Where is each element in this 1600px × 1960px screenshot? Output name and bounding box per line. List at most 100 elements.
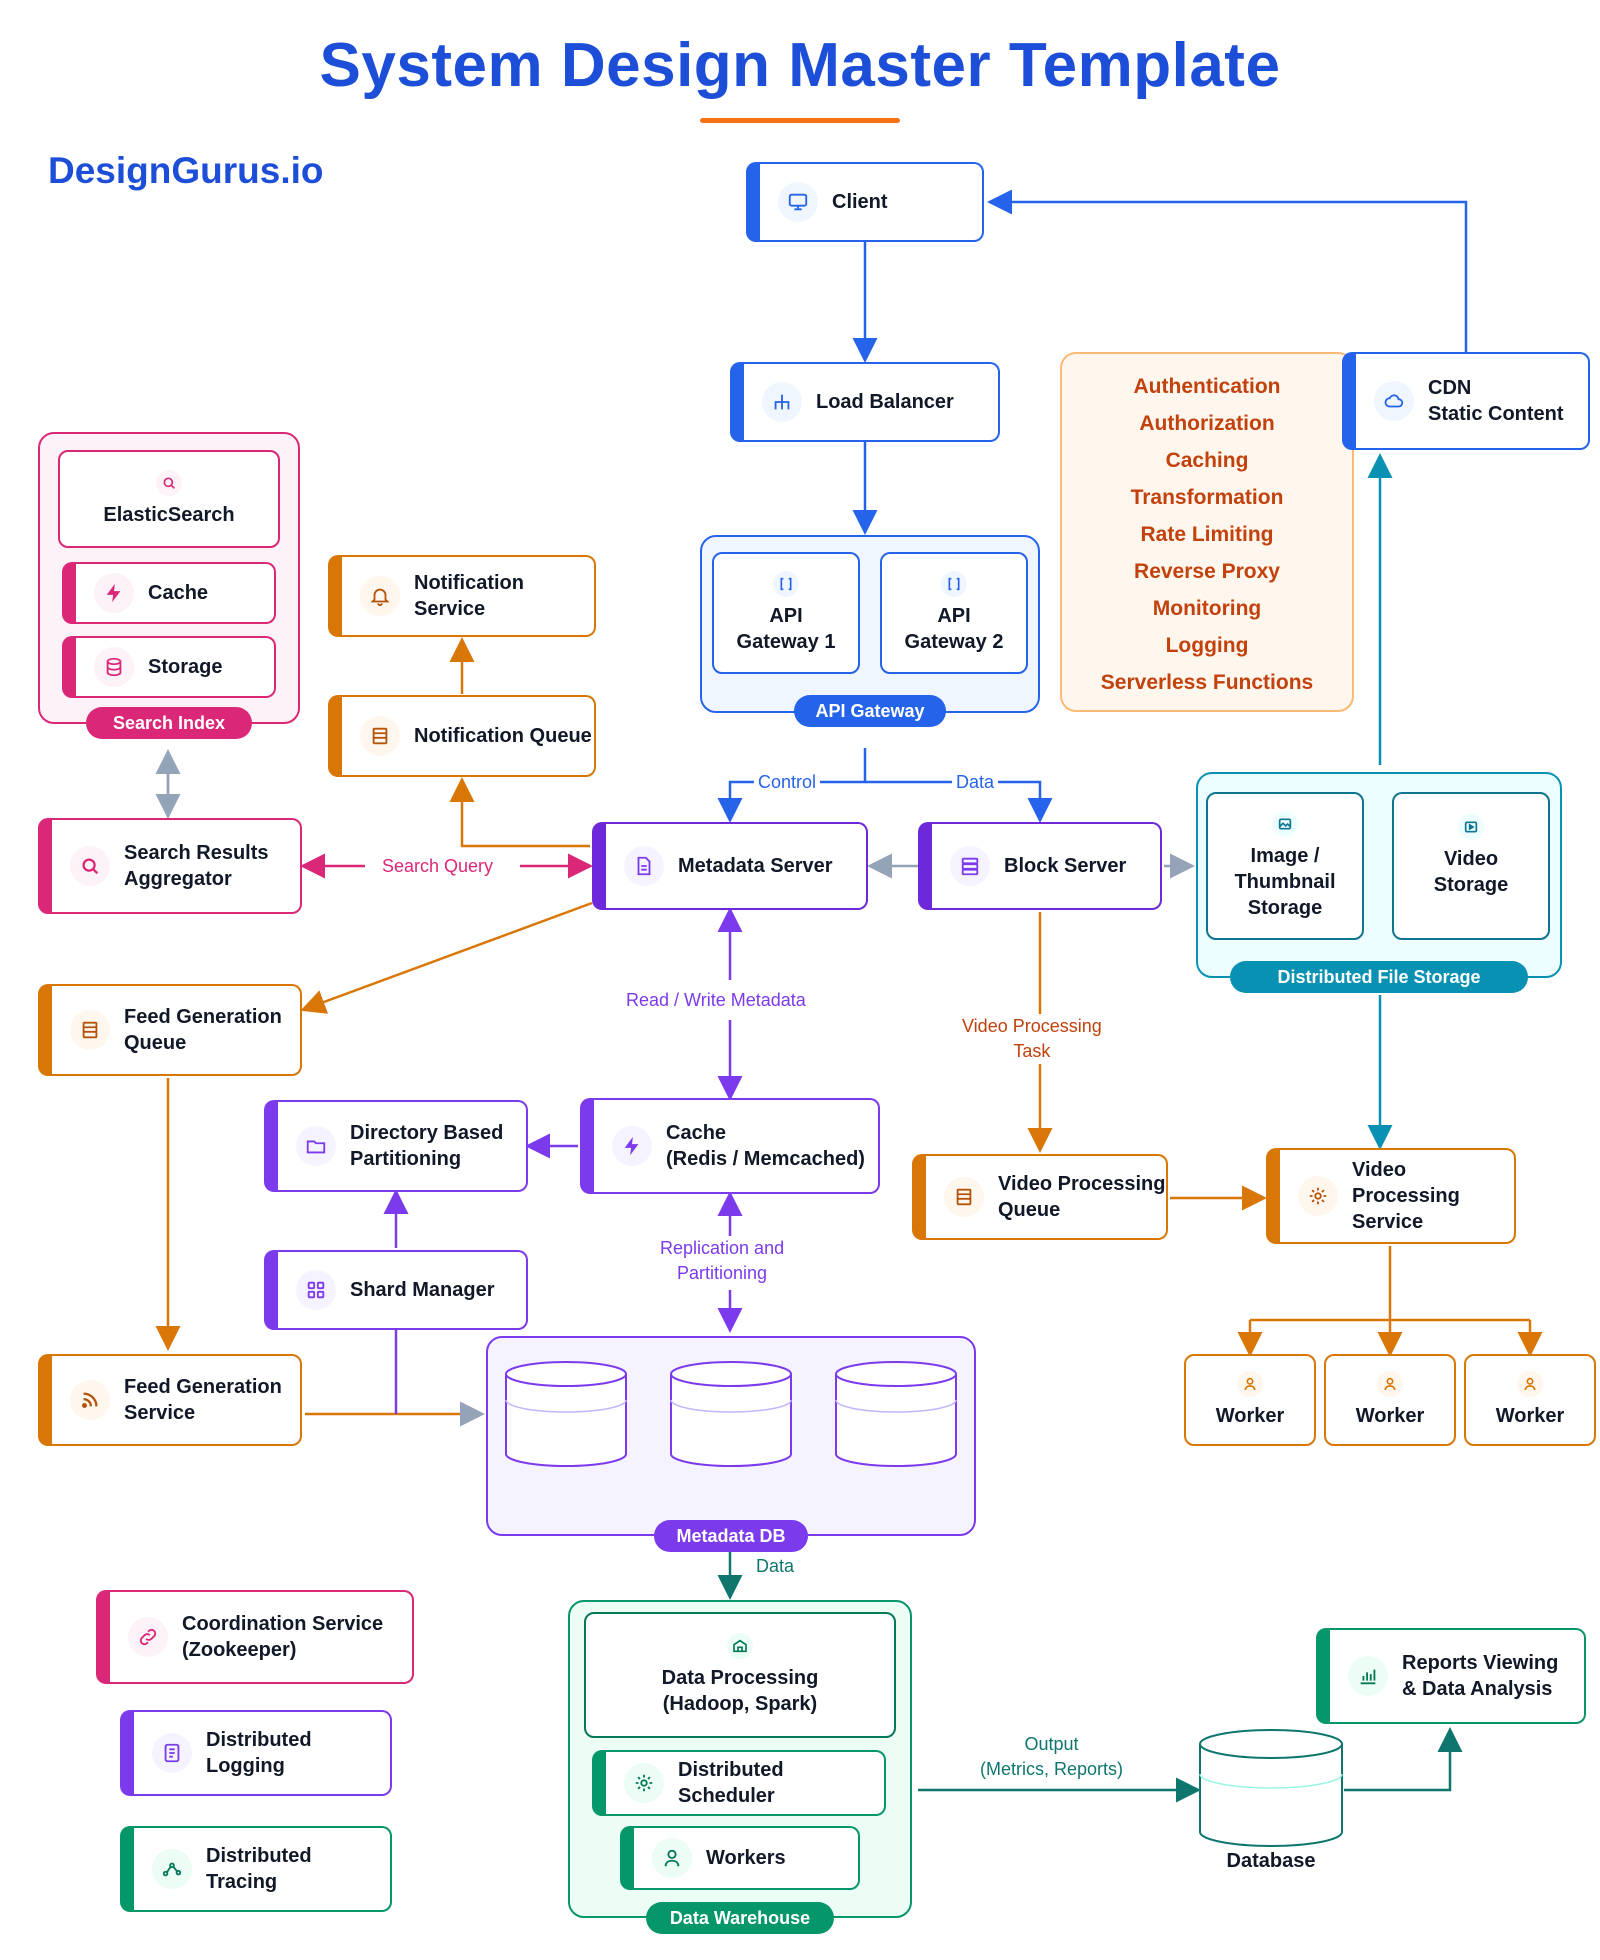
- trace-icon: [152, 1849, 192, 1889]
- user-icon: [1237, 1371, 1263, 1397]
- image-icon: [1272, 811, 1298, 837]
- title-underline: [700, 118, 900, 123]
- directory-partitioning-label: Directory Based Partitioning: [350, 1122, 504, 1170]
- distributed-scheduler-label: Distributed Scheduler: [678, 1759, 784, 1807]
- document-icon: [624, 846, 664, 886]
- image-thumbnail-storage-node[interactable]: Image / Thumbnail Storage: [1206, 792, 1364, 940]
- queue-icon: [360, 716, 400, 756]
- search-index-group-label: Search Index: [86, 707, 252, 739]
- search-cache-node[interactable]: Cache: [62, 562, 276, 624]
- feature-item: Authorization: [1139, 412, 1275, 435]
- search-icon: [70, 846, 110, 886]
- edge-label-video-task: Video Processing Task: [958, 1014, 1106, 1065]
- brackets-icon: [941, 571, 967, 597]
- edge-label-search-query: Search Query: [378, 854, 498, 880]
- server-icon: [950, 846, 990, 886]
- video-icon: [1458, 814, 1484, 840]
- search-results-aggregator-node[interactable]: Search Results Aggregator: [38, 818, 302, 914]
- coordination-service-node[interactable]: Coordination Service (Zookeeper): [96, 1590, 414, 1684]
- gear-icon: [624, 1763, 664, 1803]
- video-storage-node[interactable]: Video Storage: [1392, 792, 1550, 940]
- data-processing-node[interactable]: Data Processing (Hadoop, Spark): [584, 1612, 896, 1738]
- load-balancer-node[interactable]: Load Balancer: [730, 362, 1000, 442]
- elasticsearch-node[interactable]: ElasticSearch: [58, 450, 280, 548]
- client-node[interactable]: Client: [746, 162, 984, 242]
- coordination-service-label: Coordination Service (Zookeeper): [182, 1613, 384, 1661]
- edge-label-read-write: Read / Write Metadata: [622, 988, 810, 1014]
- feed-generation-queue-label: Feed Generation Queue: [124, 1006, 282, 1054]
- cache-redis-label: Cache (Redis / Memcached): [666, 1122, 865, 1170]
- block-server-label: Block Server: [1004, 855, 1127, 877]
- video-processing-service-node[interactable]: Video Processing Service: [1266, 1148, 1516, 1244]
- reports-label: Reports Viewing & Data Analysis: [1402, 1652, 1559, 1700]
- monitor-icon: [778, 182, 818, 222]
- feature-item: Caching: [1165, 449, 1249, 472]
- edge-label-control: Control: [754, 770, 821, 796]
- search-storage-node[interactable]: Storage: [62, 636, 276, 698]
- edge-meta-feedq: [300, 901, 593, 1014]
- gateway-features-panel: Authentication Authorization Caching Tra…: [1060, 352, 1354, 712]
- shard-manager-node[interactable]: Shard Manager: [264, 1250, 528, 1330]
- worker-label: Worker: [1215, 1405, 1285, 1427]
- worker-label: Worker: [1355, 1405, 1425, 1427]
- distributed-logging-label: Distributed Logging: [206, 1729, 312, 1777]
- feed-generation-queue-node[interactable]: Feed Generation Queue: [38, 984, 302, 1076]
- bell-icon: [360, 576, 400, 616]
- edge-label-replication: Replication and Partitioning: [656, 1236, 789, 1287]
- database-cylinder: [1199, 1729, 1343, 1847]
- link-icon: [128, 1617, 168, 1657]
- distributed-logging-node[interactable]: Distributed Logging: [120, 1710, 392, 1796]
- metadata-db-group-label: Metadata DB: [654, 1520, 808, 1552]
- client-label: Client: [832, 191, 888, 213]
- db-shard-cylinder: [505, 1361, 627, 1467]
- page-title: System Design Master Template: [319, 31, 1281, 100]
- notification-service-label: Notification Service: [414, 572, 524, 620]
- edge-label-db-data: Data: [756, 1556, 795, 1576]
- worker-node[interactable]: Worker: [1464, 1354, 1596, 1446]
- warehouse-workers-node[interactable]: Workers: [620, 1826, 860, 1890]
- lightning-icon: [612, 1126, 652, 1166]
- database-icon: [94, 647, 134, 687]
- queue-icon: [944, 1177, 984, 1217]
- metadata-db-cylinders: [505, 1361, 957, 1467]
- warehouse-workers-label: Workers: [706, 1847, 786, 1869]
- brackets-icon: [773, 571, 799, 597]
- brand-logo: DesignGurus.io: [48, 150, 324, 191]
- metadata-server-node[interactable]: Metadata Server: [592, 822, 868, 910]
- feature-item: Transformation: [1130, 486, 1284, 509]
- feed-generation-service-node[interactable]: Feed Generation Service: [38, 1354, 302, 1446]
- user-icon: [1377, 1371, 1403, 1397]
- log-icon: [152, 1733, 192, 1773]
- cdn-node[interactable]: CDN Static Content: [1342, 352, 1590, 450]
- feature-item: Monitoring: [1152, 597, 1262, 620]
- data-processing-label: Data Processing (Hadoop, Spark): [661, 1667, 819, 1715]
- feature-item: Authentication: [1133, 375, 1281, 398]
- distributed-tracing-node[interactable]: Distributed Tracing: [120, 1826, 392, 1912]
- directory-partitioning-node[interactable]: Directory Based Partitioning: [264, 1100, 528, 1192]
- distributed-scheduler-node[interactable]: Distributed Scheduler: [592, 1750, 886, 1816]
- reports-node[interactable]: Reports Viewing & Data Analysis: [1316, 1628, 1586, 1724]
- db-shard-cylinder: [835, 1361, 957, 1467]
- api-gateway-2[interactable]: API Gateway 2: [880, 552, 1028, 674]
- lightning-icon: [94, 573, 134, 613]
- search-storage-label: Storage: [148, 656, 223, 678]
- feed-generation-service-label: Feed Generation Service: [124, 1376, 282, 1424]
- database-label: Database: [1226, 1850, 1316, 1872]
- video-processing-queue-label: Video Processing Queue: [998, 1173, 1166, 1221]
- edge-cdn-client: [987, 189, 1468, 352]
- search-results-aggregator-label: Search Results Aggregator: [124, 842, 269, 890]
- notification-service-node[interactable]: Notification Service: [328, 555, 596, 637]
- cloud-icon: [1374, 381, 1414, 421]
- distributed-file-storage-group-label: Distributed File Storage: [1230, 961, 1528, 993]
- cache-redis-node[interactable]: Cache (Redis / Memcached): [580, 1098, 880, 1194]
- data-warehouse-group-label: Data Warehouse: [646, 1902, 834, 1934]
- feature-item: Rate Limiting: [1140, 523, 1274, 546]
- api-gateway-1[interactable]: API Gateway 1: [712, 552, 860, 674]
- worker-node[interactable]: Worker: [1324, 1354, 1456, 1446]
- notification-queue-node[interactable]: Notification Queue: [328, 695, 596, 777]
- block-server-node[interactable]: Block Server: [918, 822, 1162, 910]
- worker-node[interactable]: Worker: [1184, 1354, 1316, 1446]
- video-storage-label: Video Storage: [1433, 848, 1509, 896]
- video-processing-queue-node[interactable]: Video Processing Queue: [912, 1154, 1168, 1240]
